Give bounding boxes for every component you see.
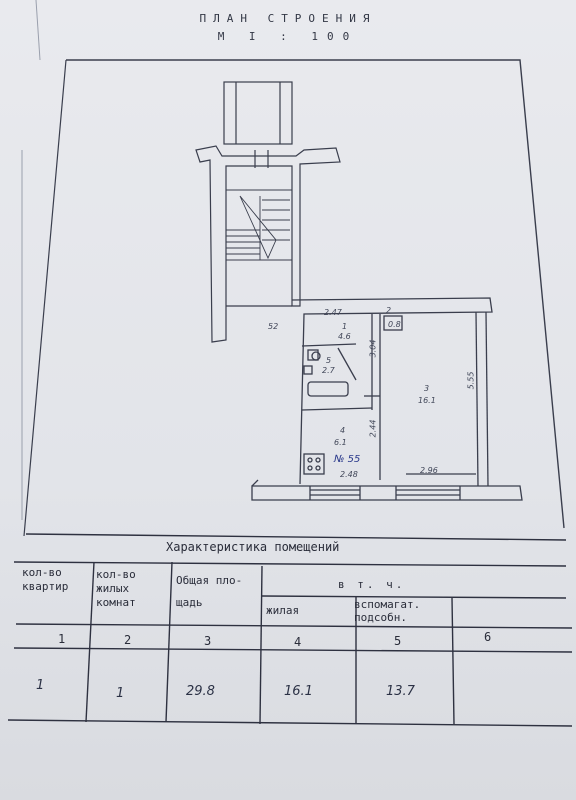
table-title: Характеристика помещений — [166, 540, 340, 554]
col-number-4: 4 — [294, 635, 302, 649]
plan-scale: М I : 100 — [217, 30, 359, 43]
frame-top-right — [66, 59, 565, 529]
value-apartments: 1 — [36, 678, 45, 693]
header-aux-area: вспомагат. подсобн. — [354, 598, 421, 624]
stair-block — [195, 81, 341, 343]
room-5-number: 5 — [326, 356, 332, 365]
value-aux-area: 13.7 — [386, 684, 415, 699]
stair-label: 52 — [268, 322, 279, 331]
apartment-number: № 55 — [334, 454, 361, 465]
value-living-area: 16.1 — [284, 684, 313, 699]
room-4-area: 6.1 — [334, 438, 347, 447]
col-number-1: 1 — [58, 632, 66, 646]
room-3-number: 3 — [424, 384, 430, 393]
room-1-area: 4.6 — [338, 332, 351, 341]
room-4-number: 4 — [340, 426, 346, 435]
header-including-group: в т. ч. — [338, 578, 406, 591]
characteristics-table-grid — [7, 533, 573, 727]
plan-title: ПЛАН СТРОЕНИЯ — [199, 12, 377, 25]
apartment-walls — [291, 297, 493, 487]
header-living-area: жилая — [266, 604, 300, 617]
value-living-rooms: 1 — [116, 686, 125, 701]
room-1-dim: 2.47 — [324, 308, 342, 317]
header-living-rooms: кол-во жилых комнат — [96, 568, 136, 609]
header-total-area: Общая пло- щадь — [176, 574, 243, 609]
room-3-dim: 5.55 — [466, 371, 476, 390]
paper-fold-line — [35, 0, 41, 61]
value-total-area: 29.8 — [186, 684, 215, 699]
col-number-3: 3 — [204, 634, 212, 648]
room-dim-1: 3.04 — [368, 339, 378, 358]
room-1-number: 1 — [342, 322, 348, 331]
room-4-dim: 2.44 — [368, 419, 378, 438]
col-number-2: 2 — [124, 633, 132, 647]
room-dim-3: 2.96 — [420, 466, 438, 475]
room-3-area: 16.1 — [418, 396, 436, 405]
room-dim-2: 2.48 — [340, 470, 358, 479]
header-apartments: кол-во квартир — [22, 566, 69, 593]
col-number-5: 5 — [394, 634, 402, 648]
room-5-area: 2.7 — [322, 366, 335, 375]
room-2-number: 2 — [386, 306, 392, 315]
frame-left-line — [23, 59, 67, 537]
room-2-area: 0.8 — [388, 320, 401, 329]
col-number-6: 6 — [484, 630, 492, 644]
bottom-wall — [251, 473, 523, 501]
